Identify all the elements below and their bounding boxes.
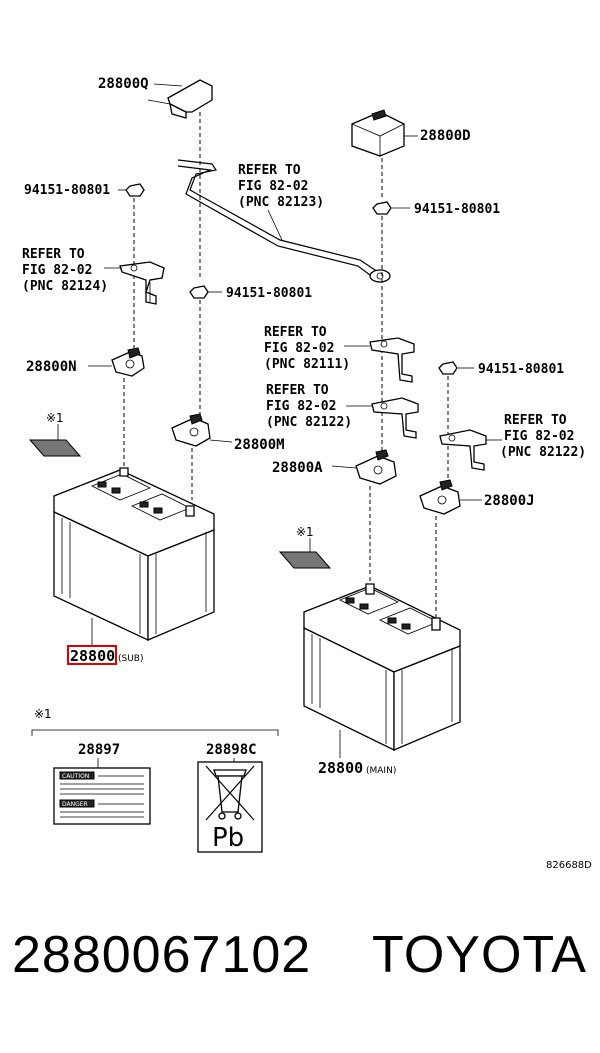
- nut-right-top[interactable]: [372, 201, 392, 215]
- label-28898c: 28898C: [206, 742, 257, 758]
- sticker-sub[interactable]: [28, 439, 82, 457]
- bracket-82124[interactable]: [119, 261, 165, 305]
- refer-82123: REFER TO FIG 82-02 (PNC 82123): [238, 163, 324, 210]
- nut-far-right[interactable]: [438, 361, 458, 375]
- svg-text:FIG 82-02: FIG 82-02: [22, 263, 92, 278]
- label-nut-right-top: 94151-80801: [414, 202, 500, 217]
- svg-text:(PNC 82111): (PNC 82111): [264, 357, 350, 372]
- bracket-82111[interactable]: [369, 337, 415, 383]
- svg-text:REFER TO: REFER TO: [22, 247, 85, 262]
- refer-82111: REFER TO FIG 82-02 (PNC 82111): [264, 325, 350, 372]
- label-28897: 28897: [78, 742, 120, 758]
- caution-label-28897[interactable]: CAUTION DANGER: [53, 767, 151, 825]
- svg-text:FIG 82-02: FIG 82-02: [264, 341, 334, 356]
- terminal-28800m[interactable]: [171, 413, 211, 447]
- footer-brand: TOYOTA: [372, 926, 587, 984]
- label-28800j: 28800J: [484, 493, 535, 509]
- label-nut-left: 94151-80801: [24, 183, 110, 198]
- svg-text:CAUTION: CAUTION: [62, 773, 89, 780]
- terminal-28800j[interactable]: [419, 479, 461, 515]
- bracket-82122-center[interactable]: [371, 397, 419, 439]
- note-mark-group: ※1: [34, 707, 52, 721]
- bracket-82122-right[interactable]: [439, 429, 487, 471]
- label-28800d: 28800D: [420, 128, 471, 144]
- label-nut-middle: 94151-80801: [226, 286, 312, 301]
- svg-text:REFER TO: REFER TO: [238, 163, 301, 178]
- label-28800a: 28800A: [272, 460, 323, 476]
- svg-text:(PNC 82122): (PNC 82122): [266, 415, 352, 430]
- label-28800n: 28800N: [26, 359, 77, 375]
- nut-left[interactable]: [125, 183, 145, 197]
- label-main-number: 28800: [318, 759, 363, 777]
- battery-main[interactable]: [303, 583, 461, 752]
- recycle-label-28898c[interactable]: Pb: [197, 761, 263, 853]
- terminal-28800a[interactable]: [355, 449, 397, 485]
- svg-text:FIG 82-02: FIG 82-02: [238, 179, 308, 194]
- label-28800m: 28800M: [234, 437, 285, 453]
- footer: 2880067102 TOYOTA: [0, 905, 600, 1015]
- refer-82122-center: REFER TO FIG 82-02 (PNC 82122): [266, 383, 352, 430]
- figure-id: 826688D: [546, 860, 592, 871]
- svg-text:REFER TO: REFER TO: [266, 383, 329, 398]
- svg-text:REFER TO: REFER TO: [504, 413, 567, 428]
- note-mark-main: ※1: [296, 525, 314, 539]
- label-sub-suffix: (SUB): [118, 654, 144, 664]
- label-main-suffix: (MAIN): [366, 766, 396, 776]
- note-mark-sub: ※1: [46, 411, 64, 425]
- label-28800q: 28800Q: [98, 76, 149, 92]
- refer-82122-right: REFER TO FIG 82-02 (PNC 82122): [500, 413, 586, 460]
- nut-middle[interactable]: [189, 285, 209, 299]
- svg-text:(PNC 82124): (PNC 82124): [22, 279, 108, 294]
- parts-diagram: 28800Q 28800D REFER TO FIG 82-02 (PNC 82…: [22, 76, 592, 871]
- terminal-cover-28800q[interactable]: [147, 79, 213, 119]
- refer-82124: REFER TO FIG 82-02 (PNC 82124): [22, 247, 108, 294]
- battery-sub[interactable]: [53, 467, 215, 642]
- svg-text:DANGER: DANGER: [62, 801, 88, 808]
- label-nut-far-right: 94151-80801: [478, 362, 564, 377]
- svg-text:(PNC 82123): (PNC 82123): [238, 195, 324, 210]
- sticker-main[interactable]: [278, 551, 332, 569]
- pb-symbol: Pb: [212, 823, 244, 853]
- cable-82123[interactable]: [177, 159, 391, 283]
- terminal-28800n[interactable]: [111, 347, 145, 377]
- svg-text:FIG 82-02: FIG 82-02: [504, 429, 574, 444]
- svg-text:(PNC 82122): (PNC 82122): [500, 445, 586, 460]
- terminal-cover-28800d[interactable]: [351, 109, 405, 157]
- svg-text:FIG 82-02: FIG 82-02: [266, 399, 336, 414]
- highlight-sub-part: [67, 645, 117, 665]
- svg-text:REFER TO: REFER TO: [264, 325, 327, 340]
- footer-part-number: 2880067102: [12, 926, 312, 984]
- label-sub-number: 28800: [70, 647, 115, 665]
